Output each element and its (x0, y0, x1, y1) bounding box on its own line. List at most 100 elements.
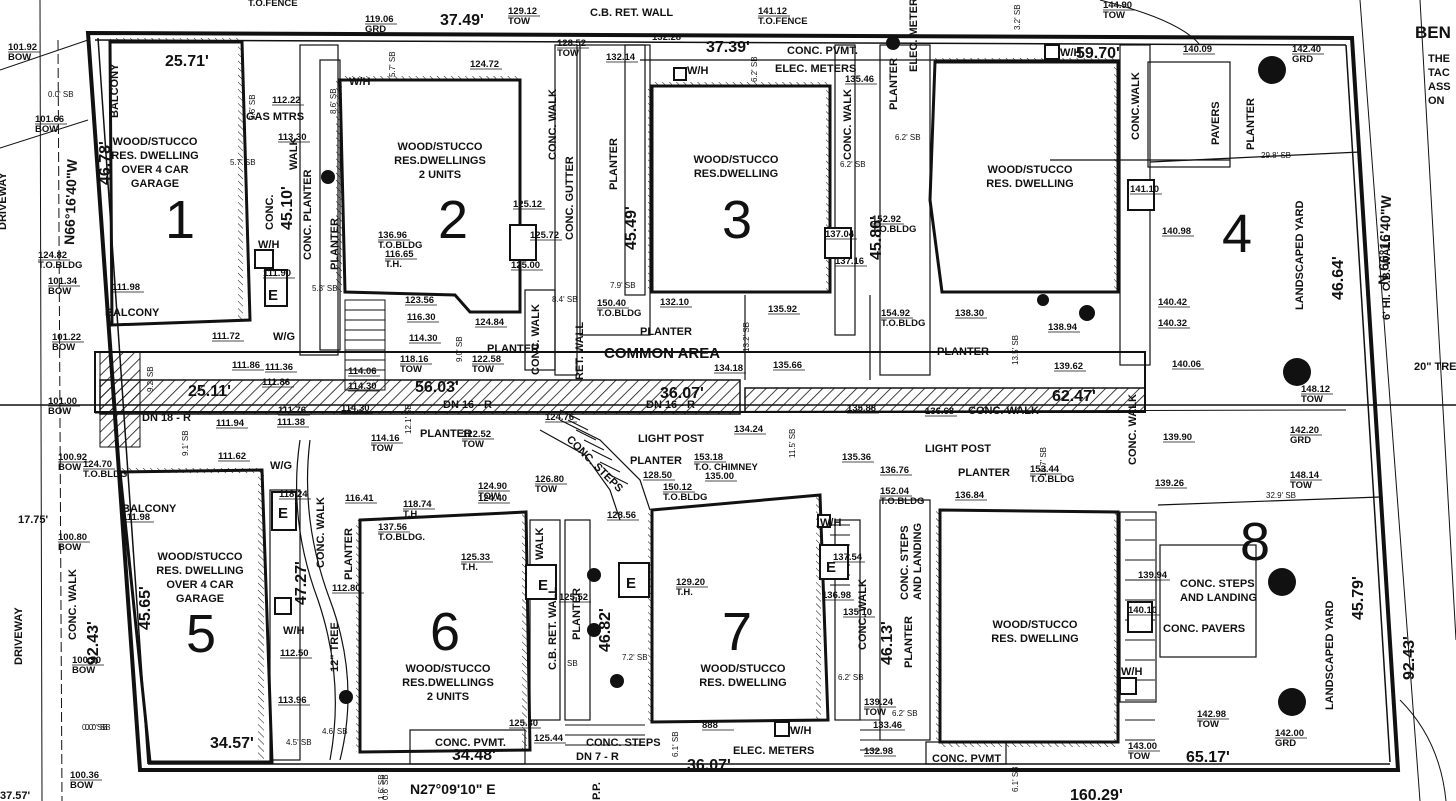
setback-label: 9.0' SB (455, 336, 464, 362)
elevation-label: 142.00 (1275, 728, 1304, 739)
elevation-label: T.H. (461, 562, 478, 573)
svg-text:LIGHT POST: LIGHT POST (925, 443, 991, 455)
elevation-label: TOW (1128, 751, 1150, 762)
elevation-label: 125.72 (530, 230, 559, 241)
elevation-label: 135.00 (705, 471, 734, 482)
vertical-labels: DRIVEWAY DRIVEWAY CONC. WALK CONC. WALK … (0, 0, 1393, 710)
svg-text:W/H: W/H (820, 517, 841, 529)
elevation-label: BOW (72, 665, 95, 676)
svg-text:CONC. STEPS: CONC. STEPS (1180, 578, 1255, 590)
setback-label: 8.4' SB (552, 295, 578, 304)
elevation-label: TOW (1197, 719, 1219, 730)
setback-annotations: 0.0' SB5.7' SB5.7' SB5.3' SB6.2' SB6.2' … (48, 4, 1296, 800)
svg-text:CONC. PVMT.: CONC. PVMT. (435, 737, 506, 749)
svg-text:W/H: W/H (687, 65, 708, 77)
svg-text:WALK: WALK (534, 528, 546, 560)
elevation-label: GRD (365, 24, 386, 35)
electrical-box-icon (264, 269, 288, 307)
water-heater-icon (1044, 44, 1060, 60)
elec-box-label: E (268, 287, 278, 304)
svg-text:RET. WALL: RET. WALL (574, 322, 586, 380)
svg-text:36.07': 36.07' (660, 385, 704, 402)
setback-label: 0.0' SB (48, 90, 74, 99)
elevation-annotations: 119.06GRD129.12TOW141.12T.O.FENCE144.90T… (8, 0, 1333, 791)
setback-label: 6.1' SB (1011, 766, 1020, 792)
svg-text:PLANTER: PLANTER (958, 467, 1010, 479)
elevation-label: 137.04 (825, 229, 855, 240)
elevation-label: 128.52 (557, 38, 586, 49)
elevation-label: 136.98 (822, 590, 851, 601)
lot-numbers: 1 2 3 4 5 6 7 8 (165, 190, 1270, 664)
elevation-label: T.O.BLDG (38, 260, 82, 271)
svg-text:DN 16 - R: DN 16 - R (443, 399, 492, 411)
water-heater-icon (254, 249, 274, 269)
elevation-label: 142.20 (1290, 425, 1319, 436)
elevation-label: 132.28 (652, 32, 681, 43)
elevation-label: 128.56 (607, 510, 636, 521)
elevation-label: 111.38 (277, 417, 305, 428)
elevation-label: TOW (508, 16, 530, 27)
elevation-label: 111.90 (263, 268, 291, 279)
water-heater-icon (673, 67, 687, 81)
svg-text:N 66°16'40"W: N 66°16'40"W (1375, 194, 1394, 285)
elevation-label: 135.46 (845, 74, 874, 85)
elevation-label: 111.62 (218, 451, 246, 462)
elevation-label: 140.42 (1158, 297, 1187, 308)
elevation-label: T.O.BLDG (872, 224, 916, 235)
setback-label: 7.9' SB (610, 281, 636, 290)
elevation-label: TOW (864, 707, 886, 718)
setback-label: 5.6' SB (248, 94, 257, 120)
elevation-label: 122.58 (472, 354, 501, 365)
svg-text:45.65': 45.65' (137, 586, 154, 630)
elevation-label: T.O.BLDG (1030, 474, 1074, 485)
elevation-label: 135.88 (847, 403, 876, 414)
svg-text:CONC. WALK: CONC. WALK (968, 405, 1039, 417)
elevation-label: TOW (535, 484, 557, 495)
elevation-label: 888 (702, 720, 718, 731)
elevation-label: 114.30 (409, 333, 438, 344)
svg-text:65.17': 65.17' (1186, 749, 1230, 766)
elevation-label: TOW (1301, 394, 1323, 405)
setback-label: 9.1' SB (181, 430, 190, 456)
elevation-label: 101.22 (52, 332, 81, 343)
elevation-label: 148.14 (1290, 470, 1320, 481)
setback-label: 5.7' SB (230, 158, 256, 167)
elevation-label: BOW (52, 342, 75, 353)
electrical-box-icon (618, 562, 650, 598)
svg-text:RES.DWELLING: RES.DWELLING (694, 168, 778, 180)
building-labels: WOOD/STUCCO RES. DWELLING OVER 4 CAR GAR… (111, 136, 1078, 703)
elevation-label: T.O.BLDG (597, 308, 641, 319)
svg-text:DN 16 - R: DN 16 - R (646, 399, 695, 411)
svg-text:34.57': 34.57' (210, 735, 254, 752)
svg-text:LIGHT POST: LIGHT POST (638, 433, 704, 445)
svg-text:2 UNITS: 2 UNITS (419, 169, 461, 181)
svg-text:RES.DWELLINGS: RES.DWELLINGS (394, 155, 486, 167)
elevation-label: 101.92 (8, 42, 37, 53)
lot-number: 6 (430, 602, 460, 662)
svg-text:RES. DWELLING: RES. DWELLING (986, 178, 1073, 190)
svg-text:W/H: W/H (258, 239, 279, 251)
elevation-label: 116.65 (385, 249, 414, 260)
fence-label: T.O.FENCE (248, 0, 298, 9)
elec-box-label: E (826, 559, 836, 576)
svg-text:2 UNITS: 2 UNITS (427, 691, 469, 703)
svg-text:CONC.WALK: CONC.WALK (1130, 72, 1142, 140)
svg-text:WALK: WALK (288, 138, 300, 170)
setback-label: 8.6' SB (329, 88, 338, 114)
setback-label: 4.5' SB (286, 738, 312, 747)
svg-text:CONC. PLANTER: CONC. PLANTER (302, 170, 314, 261)
setback-label: 0.6' SB (381, 774, 390, 800)
elevation-label: 118.24 (279, 489, 308, 500)
svg-text:GAS MTRS: GAS MTRS (246, 111, 304, 123)
svg-text:W/G: W/G (273, 331, 295, 343)
elevation-label: BOW (8, 52, 31, 63)
setback-label: 11.5' SB (788, 429, 797, 458)
tree-icon (1278, 688, 1306, 716)
svg-text:25.71': 25.71' (165, 53, 209, 70)
elevation-label: 125.44 (534, 733, 564, 744)
elevation-label: 122.52 (462, 429, 491, 440)
setback-label: 13.5' SB (1011, 335, 1020, 365)
elevation-label: 128.50 (643, 470, 672, 481)
svg-text:47.27': 47.27' (293, 561, 310, 605)
